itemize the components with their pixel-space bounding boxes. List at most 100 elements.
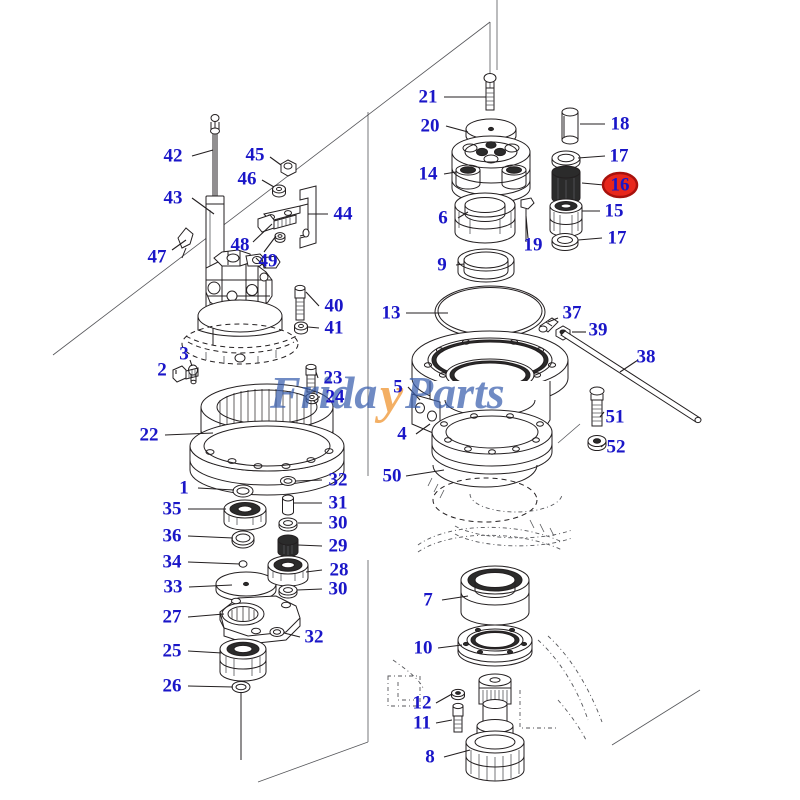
callout-40[interactable]: 40: [324, 295, 344, 317]
part-1-oring: [232, 484, 254, 498]
part-45-nut: [280, 159, 297, 177]
callout-43[interactable]: 43: [163, 187, 183, 209]
callout-18[interactable]: 18: [610, 113, 630, 135]
highlight-marker-16: [601, 171, 639, 199]
callout-28[interactable]: 28: [329, 559, 349, 581]
part-16-bushing: [551, 165, 581, 204]
part-50-oring: [417, 464, 563, 553]
callout-29[interactable]: 29: [328, 535, 348, 557]
callout-38[interactable]: 38: [636, 346, 656, 368]
part-26-oring: [231, 681, 251, 760]
callout-42[interactable]: 42: [163, 145, 183, 167]
callout-34[interactable]: 34: [162, 551, 182, 573]
part-7-bearing: [460, 565, 530, 626]
part-36-seal: [231, 530, 255, 549]
callout-17[interactable]: 17: [607, 227, 627, 249]
part-41-washer: [294, 321, 308, 335]
callout-21[interactable]: 21: [418, 86, 438, 108]
part-48-bolt: [257, 214, 297, 233]
part-15-cup: [549, 198, 583, 237]
part-19-pin: [520, 197, 535, 242]
phantom-outlines: [387, 493, 603, 741]
callout-37[interactable]: 37: [562, 302, 582, 324]
part-37-fitting: [538, 317, 559, 333]
part-23-bolt: [305, 363, 317, 393]
callout-45[interactable]: 45: [245, 144, 265, 166]
callout-26[interactable]: 26: [162, 675, 182, 697]
callout-25[interactable]: 25: [162, 640, 182, 662]
callout-30[interactable]: 30: [328, 578, 348, 600]
callout-47[interactable]: 47: [147, 246, 167, 268]
part-18-bushing: [561, 107, 579, 145]
callout-11[interactable]: 11: [413, 712, 431, 734]
callout-36[interactable]: 36: [162, 525, 182, 547]
part-48-washer: [274, 232, 286, 243]
callout-5[interactable]: 5: [393, 376, 403, 398]
callout-22[interactable]: 22: [139, 424, 159, 446]
part-10-seal-plate: [457, 624, 533, 667]
part-52-washer: [587, 435, 607, 451]
callout-8[interactable]: 8: [425, 746, 435, 768]
part-49-motor-body: [181, 249, 299, 365]
callout-23[interactable]: 23: [323, 367, 343, 389]
part-40-bolt: [294, 284, 306, 321]
part-30-washer-a: [278, 517, 298, 532]
callout-35[interactable]: 35: [162, 498, 182, 520]
callout-33[interactable]: 33: [163, 576, 183, 598]
callout-7[interactable]: 7: [423, 589, 433, 611]
part-27-flange: [219, 595, 301, 645]
part-32-oring-a: [280, 476, 296, 486]
callout-39[interactable]: 39: [588, 319, 608, 341]
part-38-rod: [560, 330, 702, 424]
callout-50[interactable]: 50: [382, 465, 402, 487]
part-47-clip: [177, 227, 194, 259]
part-17-washer-b: [551, 233, 579, 251]
watermark: Frida y Parts: [269, 367, 505, 424]
part-34-plug: [238, 560, 248, 568]
callout-24[interactable]: 24: [325, 386, 345, 408]
part-22-ring-gear: [189, 383, 345, 496]
callout-14[interactable]: 14: [418, 163, 438, 185]
callout-4[interactable]: 4: [397, 423, 407, 445]
callout-3[interactable]: 3: [179, 343, 189, 365]
callout-49[interactable]: 49: [258, 250, 278, 272]
callout-32[interactable]: 32: [328, 469, 348, 491]
part-13-oring: [434, 285, 546, 339]
leader-lines: [164, 96, 639, 758]
callout-52[interactable]: 52: [606, 436, 626, 458]
callout-19[interactable]: 19: [523, 234, 543, 256]
callout-31[interactable]: 31: [328, 492, 348, 514]
callout-30[interactable]: 30: [328, 512, 348, 534]
callout-6[interactable]: 6: [438, 207, 448, 229]
part-30-washer-b: [278, 584, 298, 599]
callout-32[interactable]: 32: [304, 626, 324, 648]
part-11-bolt: [452, 702, 464, 733]
callout-41[interactable]: 41: [324, 317, 344, 339]
callout-51[interactable]: 51: [605, 406, 625, 428]
watermark-text-a: Frida: [269, 367, 377, 418]
callout-9[interactable]: 9: [437, 254, 447, 276]
callout-16[interactable]: 16: [610, 174, 630, 196]
callout-13[interactable]: 13: [381, 302, 401, 324]
callout-20[interactable]: 20: [420, 115, 440, 137]
part-8-shaft: [465, 673, 525, 782]
callout-27[interactable]: 27: [162, 606, 182, 628]
part-3-pin: [188, 364, 198, 385]
frame-lines: [52, 0, 701, 783]
callout-44[interactable]: 44: [333, 203, 353, 225]
watermark-text-c: Parts: [404, 367, 505, 418]
callout-15[interactable]: 15: [604, 200, 624, 222]
part-46-washer: [272, 184, 286, 198]
part-6-bearing: [454, 192, 516, 244]
part-29-bushing: [277, 534, 299, 557]
callout-10[interactable]: 10: [413, 637, 433, 659]
callout-46[interactable]: 46: [237, 168, 257, 190]
callout-2[interactable]: 2: [157, 359, 167, 381]
callout-12[interactable]: 12: [412, 692, 432, 714]
callout-1[interactable]: 1: [179, 477, 189, 499]
callout-48[interactable]: 48: [230, 234, 250, 256]
part-51-bolt: [589, 386, 605, 427]
callout-17[interactable]: 17: [609, 145, 629, 167]
